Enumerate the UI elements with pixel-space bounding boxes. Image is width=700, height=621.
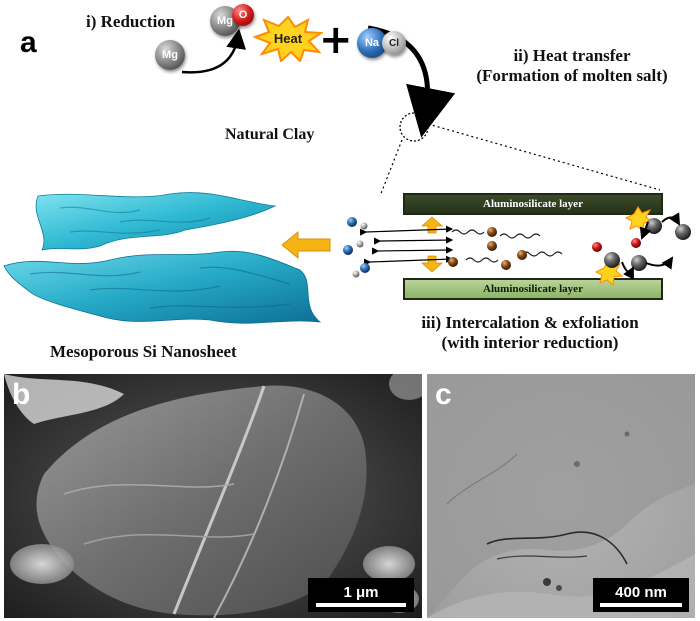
mg-atom: Mg [155,40,185,70]
step-intercalation-line2: (with interior reduction) [441,332,619,352]
step-intercalation-label: iii) Intercalation & exfoliation (with i… [360,313,700,352]
mgo-o-atom: O [232,4,254,26]
step-heat-transfer-line1: ii) Heat transfer [513,46,631,65]
product-label: Mesoporous Si Nanosheet [50,342,237,361]
si-nanosheets-illustration [3,192,322,324]
sem-scale-label: 1 μm [343,583,379,601]
panel-label-b: b [12,378,31,411]
plus-sign: + [319,17,353,63]
step-heat-transfer-line2: (Formation of molten salt) [476,65,668,85]
tem-image: c 400 nm [427,374,695,618]
cl-atom: Cl [382,31,406,55]
tem-scale-line [600,602,682,607]
panel-label-c: c [435,378,452,411]
step-heat-transfer-label: ii) Heat transfer (Formation of molten s… [452,46,692,85]
heat-label: Heat [273,31,303,46]
step-intercalation-line1: iii) Intercalation & exfoliation [421,313,639,332]
tem-scale-label: 400 nm [615,583,667,601]
sem-scale-line [315,602,407,607]
sem-image: b 1 μm [4,374,422,618]
exfoliation-arrow [282,230,331,260]
tem-scale-bar: 400 nm [593,578,689,612]
aluminosilicate-layer-bottom: Aluminosilicate layer [403,278,663,300]
sem-scale-bar: 1 μm [308,578,414,612]
step-reduction-label: i) Reduction [86,12,176,31]
natural-clay-label: Natural Clay [225,126,315,143]
aluminosilicate-layer-top: Aluminosilicate layer [403,193,663,215]
heat-burst-icon [253,16,323,62]
panel-label-a: a [20,26,37,59]
